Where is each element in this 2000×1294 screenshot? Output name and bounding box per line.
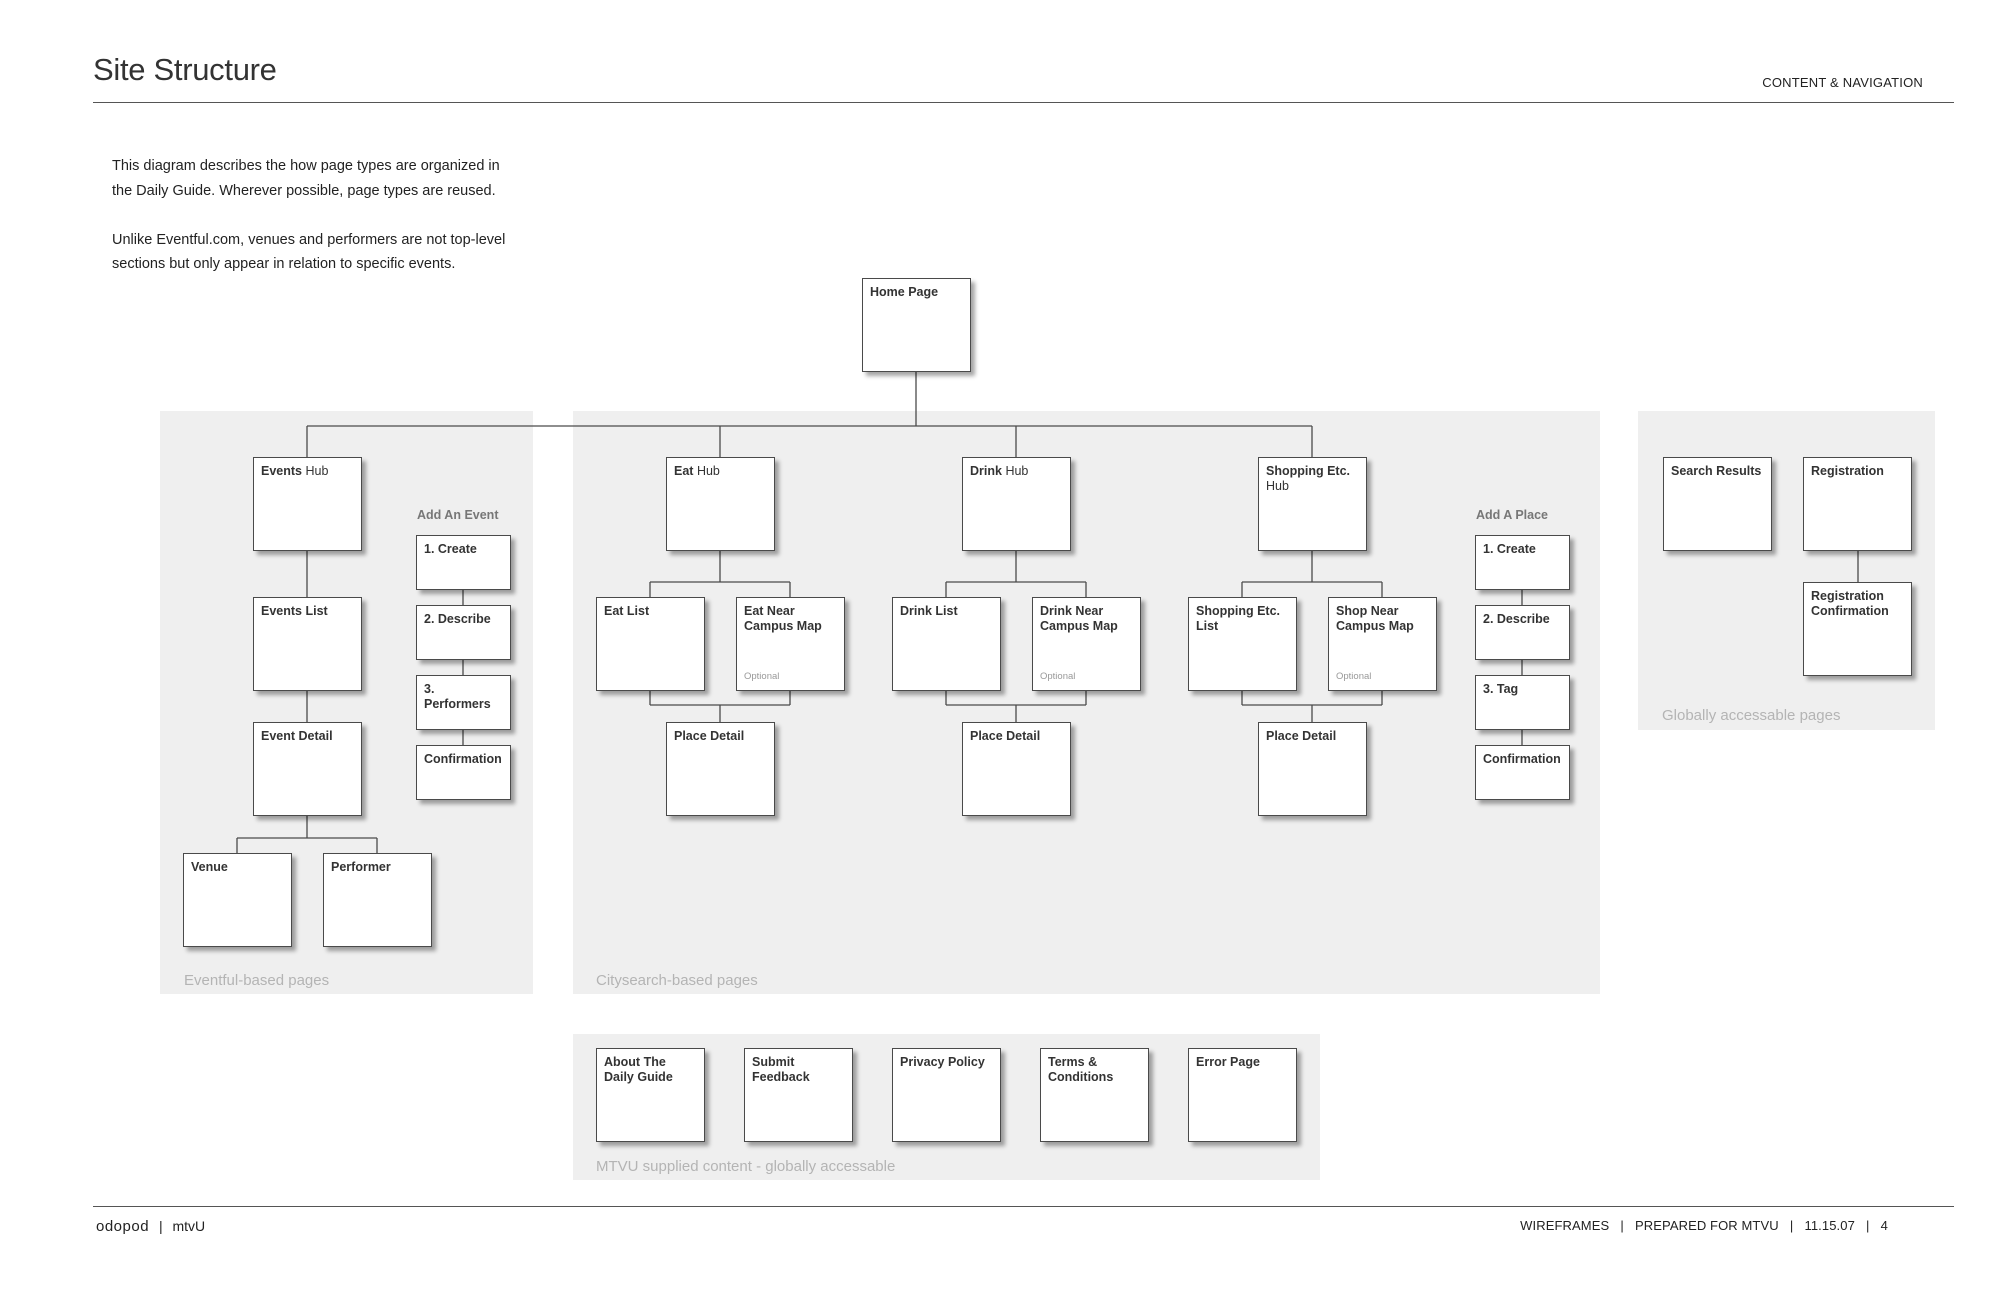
node-add-place-tag: 3. Tag: [1475, 675, 1570, 730]
node-label: Confirmation: [424, 752, 502, 766]
node-label: Eat List: [604, 604, 650, 618]
panel-label-citysearch: Citysearch-based pages: [596, 972, 758, 989]
node-add-place-create: 1. Create: [1475, 535, 1570, 590]
footer-client: mtvU: [172, 1218, 206, 1234]
node-label-rest: Hub: [1005, 464, 1029, 478]
node-label-bold: Drink: [970, 464, 1002, 478]
node-label: Place Detail: [674, 729, 745, 743]
footer-info: WIREFRAMES | PREPARED FOR MTVU | 11.15.0…: [1520, 1218, 1888, 1233]
node-search-results: Search Results: [1663, 457, 1772, 551]
node-label: 2. Describe: [424, 612, 491, 626]
node-label: 1. Create: [1483, 542, 1536, 556]
optional-label: Optional: [1336, 670, 1372, 682]
page-title: Site Structure: [93, 52, 277, 87]
node-label: Search Results: [1671, 464, 1762, 478]
header-divider: [93, 102, 1954, 103]
node-label: Submit Feedback: [752, 1055, 810, 1084]
footer-separator: |: [158, 1218, 163, 1234]
node-shop-near-campus-map: Shop Near Campus Map Optional: [1328, 597, 1437, 691]
node-label: Confirmation: [1483, 752, 1561, 766]
node-label-rest: Hub: [305, 464, 329, 478]
node-label: Drink List: [900, 604, 958, 618]
node-label: Eat Near Campus Map: [744, 604, 822, 633]
node-eat-place-detail: Place Detail: [666, 722, 775, 816]
panel-label-mtvu: MTVU supplied content - globally accessa…: [596, 1158, 896, 1175]
node-label: Place Detail: [970, 729, 1041, 743]
node-label-bold: Eat: [674, 464, 694, 478]
node-terms-conditions: Terms & Conditions: [1040, 1048, 1149, 1142]
node-label: Terms & Conditions: [1048, 1055, 1114, 1084]
node-label-rest: Hub: [1266, 478, 1289, 493]
intro-text: This diagram describes the how page type…: [112, 154, 522, 301]
node-label: Home Page: [870, 285, 939, 299]
add-event-title: Add An Event: [417, 508, 499, 522]
node-drink-list: Drink List: [892, 597, 1001, 691]
node-privacy-policy: Privacy Policy: [892, 1048, 1001, 1142]
node-shopping-list: Shopping Etc. List: [1188, 597, 1297, 691]
node-eat-hub: Eat Hub: [666, 457, 775, 551]
node-venue: Venue: [183, 853, 292, 947]
node-label: Venue: [191, 860, 228, 874]
node-label: Event Detail: [261, 729, 333, 743]
node-label: Performer: [331, 860, 391, 874]
node-registration: Registration: [1803, 457, 1912, 551]
node-label: Shop Near Campus Map: [1336, 604, 1414, 633]
node-add-event-confirmation: Confirmation: [416, 745, 511, 800]
intro-paragraph-2: Unlike Eventful.com, venues and performe…: [112, 231, 506, 273]
node-event-detail: Event Detail: [253, 722, 362, 816]
node-label: Error Page: [1196, 1055, 1260, 1069]
node-add-event-create: 1. Create: [416, 535, 511, 590]
footer-brand: odopod | mtvU: [96, 1218, 205, 1235]
node-eat-near-campus-map: Eat Near Campus Map Optional: [736, 597, 845, 691]
node-add-place-describe: 2. Describe: [1475, 605, 1570, 660]
optional-label: Optional: [744, 670, 780, 682]
optional-label: Optional: [1040, 670, 1076, 682]
node-eat-list: Eat List: [596, 597, 705, 691]
node-label-bold: Shopping Etc.: [1266, 464, 1351, 478]
node-add-event-performers: 3. Performers: [416, 675, 511, 730]
node-events-hub: Events Hub: [253, 457, 362, 551]
odopod-logo: odopod: [96, 1218, 150, 1235]
node-add-place-confirmation: Confirmation: [1475, 745, 1570, 800]
node-label: Drink Near Campus Map: [1040, 604, 1118, 633]
node-registration-confirmation: Registration Confirmation: [1803, 582, 1912, 676]
node-label: Registration Confirmation: [1811, 589, 1889, 618]
node-home-page: Home Page: [862, 278, 971, 372]
node-label: 2. Describe: [1483, 612, 1550, 626]
node-add-event-describe: 2. Describe: [416, 605, 511, 660]
node-label: Privacy Policy: [900, 1055, 985, 1069]
node-label-bold: Events: [261, 464, 302, 478]
node-drink-place-detail: Place Detail: [962, 722, 1071, 816]
node-label: Shopping Etc. List: [1196, 604, 1281, 633]
panel-label-eventful: Eventful-based pages: [184, 972, 330, 989]
node-drink-hub: Drink Hub: [962, 457, 1071, 551]
node-drink-near-campus-map: Drink Near Campus Map Optional: [1032, 597, 1141, 691]
node-submit-feedback: Submit Feedback: [744, 1048, 853, 1142]
node-label: 3. Tag: [1483, 682, 1519, 696]
node-label: 1. Create: [424, 542, 477, 556]
node-label: 3. Performers: [424, 682, 491, 711]
node-label: Place Detail: [1266, 729, 1337, 743]
intro-paragraph-1: This diagram describes the how page type…: [112, 158, 500, 199]
node-shopping-place-detail: Place Detail: [1258, 722, 1367, 816]
add-place-title: Add A Place: [1476, 508, 1549, 522]
node-error-page: Error Page: [1188, 1048, 1297, 1142]
footer-divider: [93, 1206, 1954, 1207]
node-shopping-hub: Shopping Etc. Hub: [1258, 457, 1367, 551]
section-label: CONTENT & NAVIGATION: [1762, 75, 1923, 90]
node-about-daily-guide: About The Daily Guide: [596, 1048, 705, 1142]
node-label: About The Daily Guide: [604, 1055, 673, 1084]
node-performer: Performer: [323, 853, 432, 947]
node-label-rest: Hub: [696, 464, 720, 478]
node-label: Registration: [1811, 464, 1884, 478]
node-label: Events List: [261, 604, 328, 618]
panel-label-global: Globally accessable pages: [1662, 707, 1841, 724]
node-events-list: Events List: [253, 597, 362, 691]
